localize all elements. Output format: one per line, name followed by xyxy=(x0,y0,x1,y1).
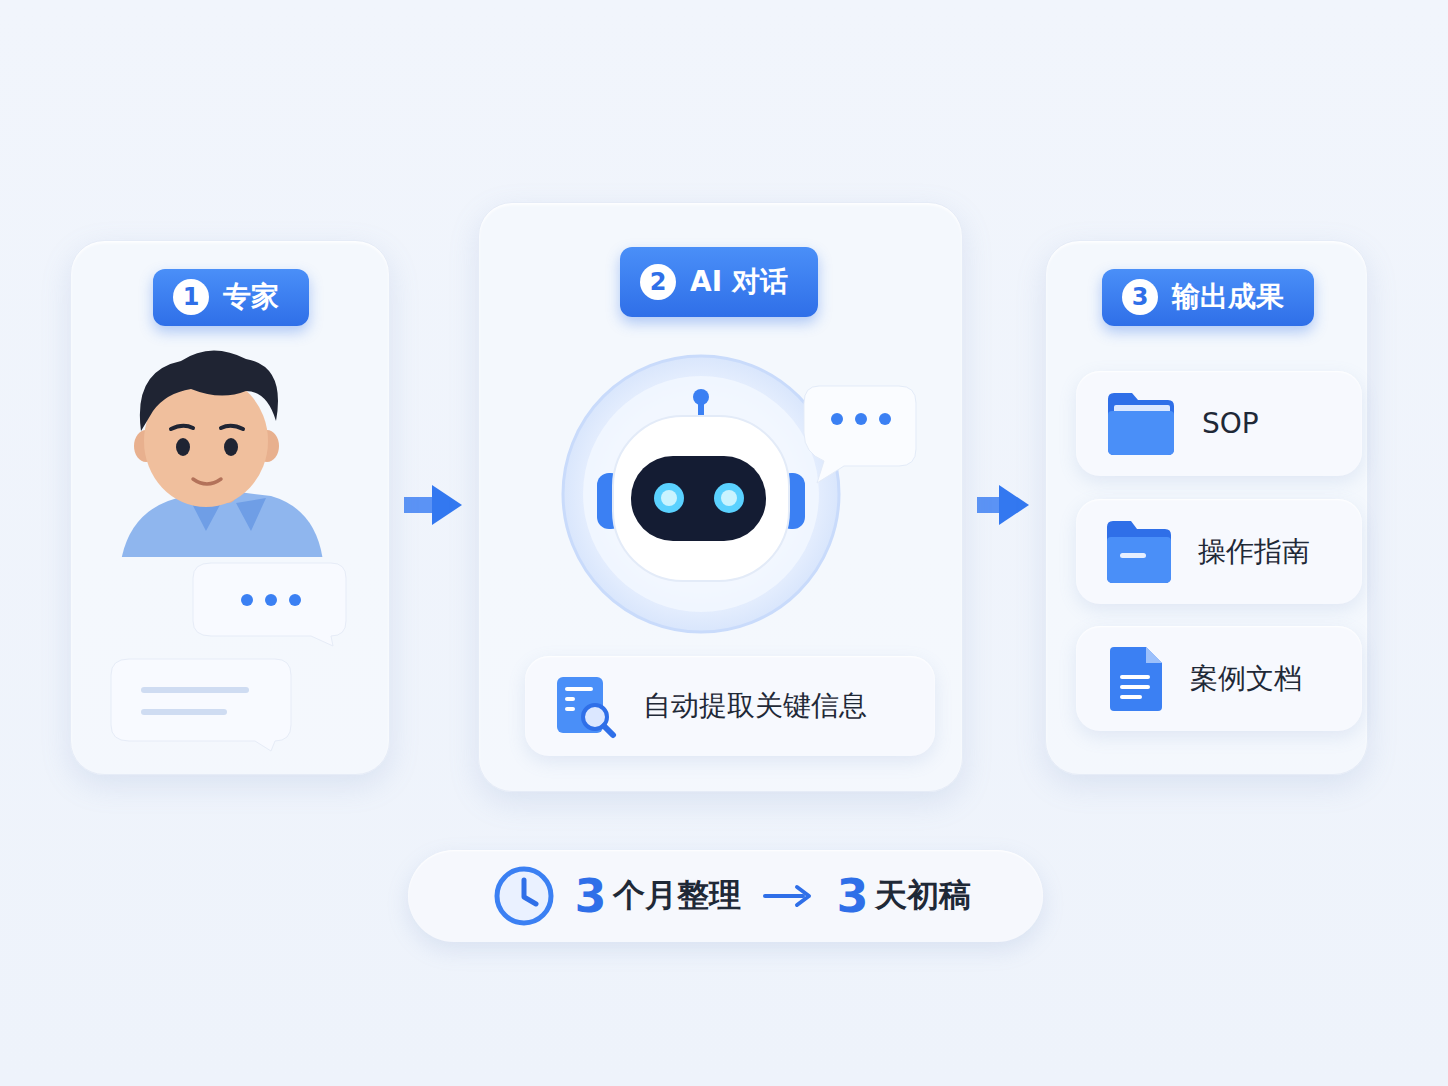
flow-arrow xyxy=(977,497,1001,513)
folder2-icon xyxy=(1104,519,1174,585)
step-number: 1 xyxy=(173,279,209,315)
time-label: 天初稿 xyxy=(875,874,971,918)
flow-arrow xyxy=(404,497,434,513)
clock-icon xyxy=(492,864,556,928)
time-number: 3 xyxy=(837,869,869,923)
time-number: 3 xyxy=(574,869,606,923)
result-chip: 案例文档 xyxy=(1076,626,1362,731)
chip-label: 案例文档 xyxy=(1190,660,1302,698)
time-label: 个月整理 xyxy=(613,874,741,918)
step-panel: 2 AI 对话自动提取关键信息 xyxy=(478,202,963,792)
step-badge: 1 专家 xyxy=(153,269,309,326)
time-pill: 3个月整理3天初稿 xyxy=(408,850,1043,942)
step-number: 2 xyxy=(640,264,676,300)
chip-label: SOP xyxy=(1202,407,1259,440)
search-icon xyxy=(553,673,619,739)
step-badge: 3 输出成果 xyxy=(1102,269,1314,326)
result-chip: 自动提取关键信息 xyxy=(525,656,935,756)
doc-icon xyxy=(1108,645,1166,713)
step-title: AI 对话 xyxy=(690,263,788,301)
chip-label: 操作指南 xyxy=(1198,533,1310,571)
result-chip: 操作指南 xyxy=(1076,499,1362,604)
result-chip: SOP xyxy=(1076,371,1362,476)
step-badge: 2 AI 对话 xyxy=(620,247,818,317)
folder-icon xyxy=(1104,391,1178,457)
chip-label: 自动提取关键信息 xyxy=(643,687,867,725)
step-panel: 1 专家 xyxy=(70,240,390,775)
arrow-icon xyxy=(759,881,819,911)
step-panel: 3 输出成果 SOP 操作指南案例文档 xyxy=(1045,240,1368,775)
step-number: 3 xyxy=(1122,279,1158,315)
step-title: 专家 xyxy=(223,278,279,316)
step-title: 输出成果 xyxy=(1172,278,1284,316)
